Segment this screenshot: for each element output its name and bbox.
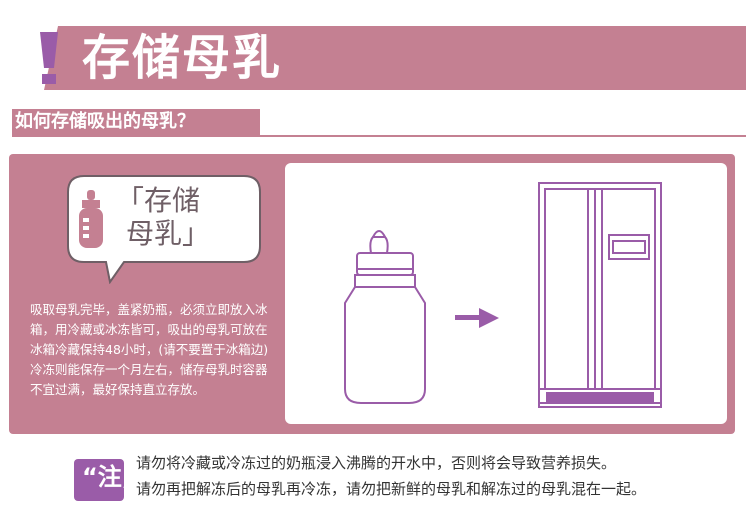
illustration-card	[285, 163, 727, 424]
note-badge-icon	[74, 459, 124, 501]
bubble-label: 「存储 母乳」	[116, 184, 210, 250]
speech-bubble	[67, 175, 261, 284]
page-title: 存储母乳	[82, 30, 283, 86]
right-arrow-icon	[455, 308, 499, 328]
section-subtitle: 如何存储吸出的母乳？	[12, 109, 260, 135]
note-line-1: 请勿将冷藏或冷冻过的奶瓶浸入沸腾的开水中，否则将会导致营养损失。	[136, 454, 617, 472]
bubble-label-line2: 母乳」	[126, 217, 211, 250]
storage-description: 吸取母乳完毕，盖紧奶瓶，必须立即放入冰箱，用冷藏或冰冻皆可，吸出的母乳可放在冰箱…	[30, 302, 269, 397]
section-divider	[12, 135, 746, 137]
exclamation-icon	[40, 32, 58, 84]
baby-bottle-icon	[79, 190, 103, 248]
bottle-drawing-icon	[344, 230, 426, 404]
storage-illustration	[344, 182, 662, 408]
bubble-label-line1: 「存储	[116, 184, 201, 217]
note-line-2: 请勿再把解冻后的母乳再冷冻，请勿把新鲜的母乳和解冻过的母乳混在一起。	[136, 480, 647, 498]
header-banner	[0, 26, 746, 90]
note-badge-label: “注„	[82, 463, 138, 491]
refrigerator-icon	[538, 182, 662, 408]
